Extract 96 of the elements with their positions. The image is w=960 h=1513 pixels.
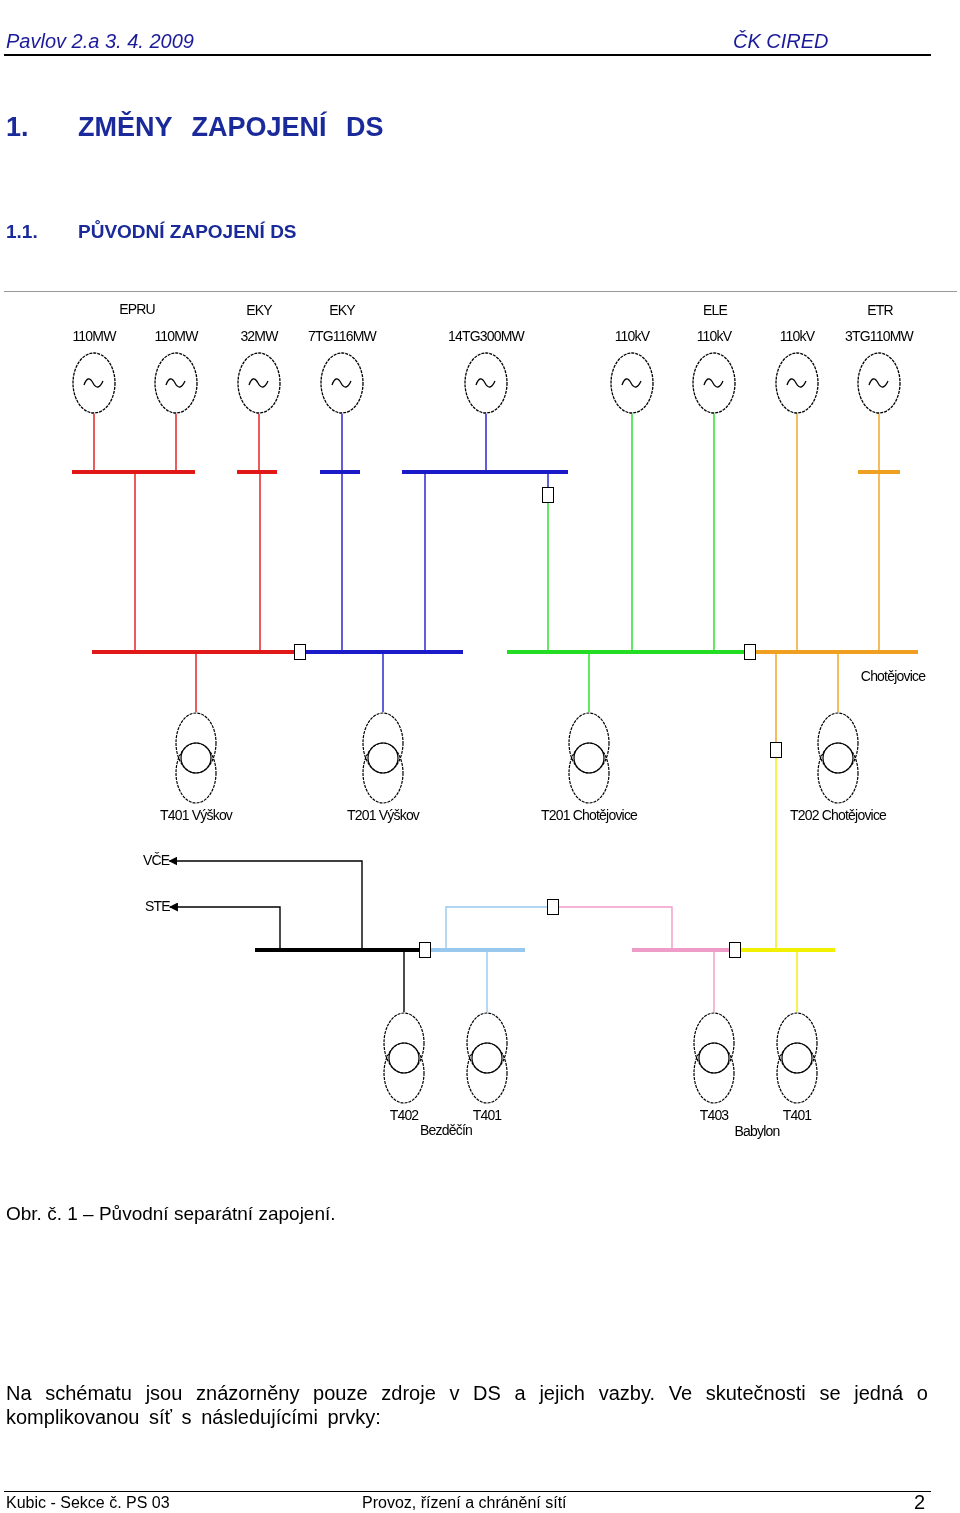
connector-line: [878, 413, 880, 471]
rating-label: 32MW: [240, 328, 278, 344]
switch-box: [770, 742, 782, 758]
connector-line: [485, 413, 487, 471]
transformer-label: T401: [782, 1107, 812, 1123]
footer-text: Kubic - Sekce č. PS 03: [6, 1494, 170, 1512]
busbar: [312, 650, 463, 654]
station-label: ETR: [867, 302, 893, 318]
rating-label: 7TG116MW: [308, 328, 376, 344]
switch-box: [729, 942, 741, 958]
section-number: 1.: [6, 112, 29, 143]
connector-line: [547, 502, 549, 651]
rating-label: 14TG300MW: [447, 328, 525, 344]
caption: Obr. č. 1 – Původní separátní zapojení.: [6, 1203, 336, 1225]
busbar: [402, 470, 568, 474]
footer-text: Provoz, řízení a chránění sítí: [362, 1494, 567, 1512]
station-label: ELE: [702, 302, 728, 318]
connector-line: [259, 473, 261, 651]
transformer-label: T201 Výškov: [346, 807, 420, 823]
connector-line: [424, 473, 426, 651]
busbar: [320, 470, 360, 474]
substation-label: Bezděčín: [420, 1122, 472, 1138]
section-number: 1.1.: [6, 221, 38, 243]
rating-label: 110kV: [779, 328, 815, 344]
feeder-label: STE: [145, 898, 170, 914]
station-label: EPRU: [119, 301, 155, 317]
transformer-label: T401 Výškov: [159, 807, 233, 823]
connector-line: [631, 413, 633, 651]
header-text: Pavlov 2.a 3. 4. 2009: [6, 30, 194, 53]
connector-line: [713, 951, 715, 1013]
connector-line: [796, 413, 798, 651]
rating-label: 110MW: [154, 328, 198, 344]
busbar: [437, 948, 525, 952]
connector-line: [288, 650, 294, 654]
connector-line: [431, 948, 437, 952]
station-label: EKY: [329, 302, 355, 318]
switch-box: [744, 644, 756, 660]
section-heading: ZMĚNY ZAPOJENÍ DS: [78, 112, 384, 143]
switch-box: [547, 899, 559, 915]
arrow: [168, 902, 281, 949]
substation-label: Chotějovice: [860, 668, 926, 684]
transformer-label: T403: [699, 1107, 729, 1123]
header-text: ČK CIRED: [733, 30, 829, 53]
connector-line: [756, 650, 762, 654]
arrow: [168, 856, 363, 949]
section-heading: PŮVODNÍ ZAPOJENÍ DS: [78, 221, 297, 243]
connector-line: [713, 413, 715, 651]
feeder-label: VČE: [143, 852, 170, 868]
transformer-label: T202 Chotějovice: [789, 807, 887, 823]
busbar: [92, 650, 288, 654]
connector-line: [738, 650, 744, 654]
rating-label: 110kV: [614, 328, 650, 344]
busbar: [507, 650, 738, 654]
busbar: [858, 470, 900, 474]
connector-line: [195, 653, 197, 713]
connector-line: [741, 948, 747, 952]
connector-line: [723, 948, 729, 952]
transformer-label: T402: [389, 1107, 419, 1123]
station-label: EKY: [246, 302, 272, 318]
connector-line: [306, 650, 312, 654]
connector-line: [775, 653, 777, 743]
connector-line: [403, 951, 405, 1013]
substation-label: Babylon: [734, 1123, 780, 1139]
connector-line: [775, 757, 777, 949]
connector-line: [837, 653, 839, 713]
busbar: [747, 948, 835, 952]
connector-line: [445, 906, 548, 949]
busbar: [237, 470, 277, 474]
rating-label: 110MW: [72, 328, 116, 344]
connector-line: [134, 473, 136, 651]
switch-box: [542, 487, 554, 503]
page-number: 2: [914, 1491, 926, 1513]
rating-label: 3TG110MW: [845, 328, 913, 344]
switch-box: [294, 644, 306, 660]
connector-line: [878, 473, 880, 651]
connector-line: [413, 948, 419, 952]
connector-line: [175, 413, 177, 471]
connector-line: [796, 951, 798, 1013]
paragraph: Na schématu jsou znázorněny pouze zdroje v DS a jejich vazby. Ve skutečnosti se jedná o komplikovanou síť s následujícími prvky:: [6, 1381, 928, 1429]
connector-line: [547, 473, 549, 488]
busbar: [632, 948, 723, 952]
switch-box: [419, 942, 431, 958]
connector-line: [486, 951, 488, 1013]
connector-line: [341, 413, 343, 471]
connector-line: [382, 653, 384, 713]
connector-line: [341, 473, 343, 651]
rating-label: 110kV: [696, 328, 732, 344]
transformer-label: T201 Chotějovice: [540, 807, 638, 823]
busbar: [72, 470, 195, 474]
connector-line: [93, 413, 95, 471]
connector-line: [588, 653, 590, 713]
busbar: [255, 948, 413, 952]
busbar: [762, 650, 918, 654]
transformer-label: T401: [472, 1107, 502, 1123]
connector-line: [258, 413, 260, 471]
connector-line: [558, 906, 673, 949]
